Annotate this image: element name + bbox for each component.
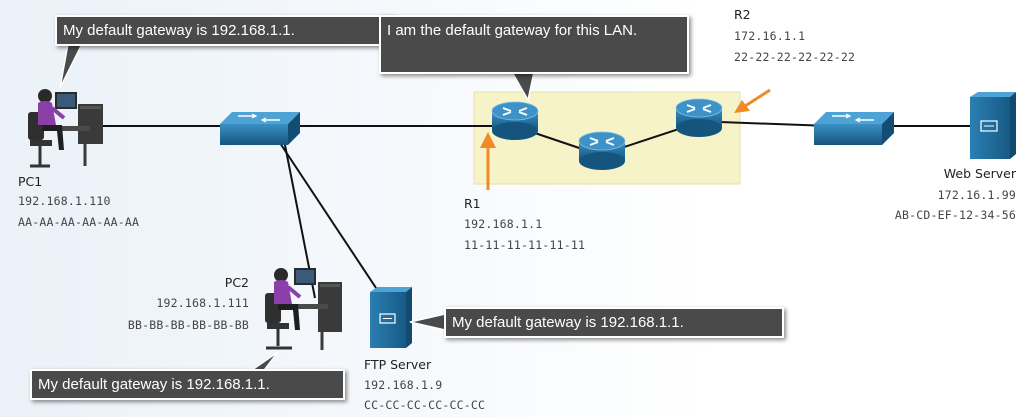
r1-gateway-callout: I am the default gateway for this LAN.: [379, 15, 689, 74]
r1-mac: 11-11-11-11-11-11: [464, 238, 586, 252]
pc1-name: PC1: [18, 174, 43, 189]
server-icon[interactable]: [370, 287, 412, 348]
switch-icon[interactable]: [814, 112, 894, 145]
switch-icon[interactable]: [220, 112, 300, 145]
router-icon[interactable]: [578, 131, 626, 170]
pc2-ip: 192.168.1.111: [156, 296, 249, 310]
router-icon[interactable]: [675, 98, 723, 137]
r1-name: R1: [464, 196, 481, 211]
link-switch1-ftp: [277, 139, 385, 301]
r1-ip: 192.168.1.1: [464, 217, 543, 231]
web-server-mac: AB-CD-EF-12-34-56: [894, 208, 1016, 222]
ftp-server-ip: 192.168.1.9: [364, 378, 443, 392]
orange-arrow-icon: [734, 88, 771, 113]
pc2-gateway-callout: My default gateway is 192.168.1.1.: [30, 369, 345, 400]
pc1-gateway-callout: My default gateway is 192.168.1.1.: [55, 15, 395, 46]
r2-name: R2: [734, 7, 751, 22]
pc-user-icon[interactable]: [265, 268, 342, 350]
ftp-server-name: FTP Server: [364, 357, 432, 372]
pc1-mac: AA-AA-AA-AA-AA-AA: [18, 215, 140, 229]
ftp-server-mac: CC-CC-CC-CC-CC-CC: [364, 398, 486, 412]
pc2-name: PC2: [224, 275, 249, 290]
ftp-gateway-callout: My default gateway is 192.168.1.1.: [444, 307, 784, 338]
r2-mac: 22-22-22-22-22-22: [734, 50, 856, 64]
orange-arrow-icon: [480, 132, 496, 190]
server-icon[interactable]: [970, 92, 1016, 159]
link-r2-switch2: [719, 121, 831, 127]
web-server-ip: 172.16.1.99: [937, 188, 1016, 202]
router-icon[interactable]: [491, 101, 539, 140]
web-server-name: Web Server: [943, 166, 1016, 181]
pc1-ip: 192.168.1.110: [18, 194, 111, 208]
r2-ip: 172.16.1.1: [734, 29, 806, 43]
pc2-mac: BB-BB-BB-BB-BB-BB: [127, 318, 249, 332]
pc-user-icon[interactable]: [28, 89, 103, 168]
